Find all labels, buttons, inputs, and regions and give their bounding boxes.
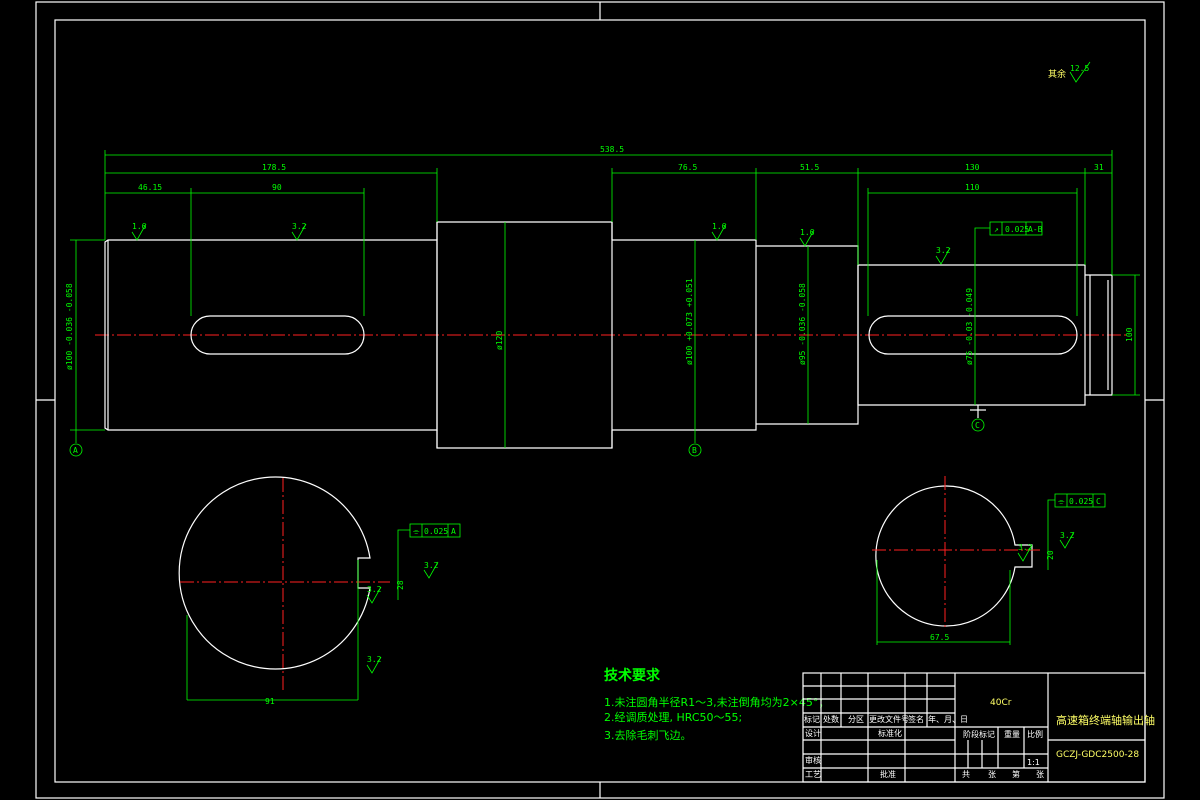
sec2-depth: 67.5 (930, 633, 949, 642)
svg-text:3.2: 3.2 (292, 222, 307, 231)
dim-keyway2-length: 110 (965, 183, 980, 192)
drawing-frame (35, 1, 1165, 799)
svg-text:⌯: ⌯ (1058, 497, 1065, 506)
svg-text:0.025: 0.025 (424, 527, 448, 536)
svg-text:↗: ↗ (994, 225, 999, 234)
keyway-2 (868, 315, 1078, 355)
dim-dia-center: ø120 (495, 331, 504, 350)
svg-text:C: C (1096, 497, 1101, 506)
svg-text:3.2: 3.2 (936, 246, 951, 255)
svg-text:重量: 重量 (1004, 729, 1020, 739)
dim-keyway1-length: 90 (272, 183, 282, 192)
title-block: 40Cr 高速箱终端轴输出轴 GCZJ-GDC2500-28 1:1 标记 处数… (802, 672, 1155, 783)
dim-seg1: 178.5 (262, 163, 286, 172)
svg-text:1.6: 1.6 (712, 222, 727, 231)
datum-markers: A B C (69, 405, 986, 457)
dim-seg-mid: 76.5 (678, 163, 697, 172)
svg-text:A-B: A-B (1028, 225, 1043, 234)
datum-c-label: C (975, 421, 980, 430)
svg-text:3.2: 3.2 (1060, 531, 1075, 540)
tech-req-item-2: 2.经调质处理, HRC50～55; (604, 711, 742, 724)
svg-text:3.2: 3.2 (367, 655, 382, 664)
svg-text:工艺: 工艺 (805, 770, 821, 779)
svg-text:3.2: 3.2 (424, 561, 439, 570)
dim-dia1: ø100 -0.036 -0.058 (65, 283, 74, 370)
dimension-lines: 538.5 178.5 46.15 90 76.5 51.5 130 31 11… (65, 145, 1140, 448)
svg-text:12.5: 12.5 (1070, 64, 1089, 73)
shaft-main-view (95, 221, 1128, 449)
dim-seg-end2: 31 (1094, 163, 1104, 172)
svg-text:标准化: 标准化 (878, 728, 902, 738)
svg-text:分区: 分区 (848, 715, 864, 724)
tech-req-item-1: 1.未注圆角半径R1～3,未注倒角均为2×45°； (604, 695, 829, 709)
section-view-2: 67.5 20 ⌯ 0.025 C 3.2 3.2 (872, 476, 1106, 645)
dim-dia4: ø75 -0.03 -0.049 (965, 288, 974, 365)
drawing-number: GCZJ-GDC2500-28 (1056, 750, 1139, 760)
section-view-1: 91 28 ⌯ 0.025 A 3.2 3.2 3.2 (178, 476, 461, 706)
shaft-end (1085, 274, 1113, 396)
svg-text:设计: 设计 (805, 728, 821, 738)
svg-text:1.6: 1.6 (800, 228, 815, 237)
general-roughness-note: 其余 12.5 (1048, 61, 1091, 83)
dim-dia3: ø95 -0.036 -0.058 (798, 283, 807, 365)
svg-text:处数: 处数 (823, 714, 839, 724)
sec1-depth: 91 (265, 697, 275, 706)
svg-text:A: A (451, 527, 456, 536)
svg-text:共: 共 (962, 770, 970, 779)
keyway-1 (190, 315, 365, 355)
scale-value: 1:1 (1027, 758, 1040, 767)
shaft-segment-2 (612, 239, 757, 431)
svg-text:更改文件号: 更改文件号 (869, 714, 909, 724)
dim-end-height: 100 (1125, 327, 1134, 342)
svg-text:标记: 标记 (804, 714, 820, 724)
svg-text:阶段标记: 阶段标记 (963, 729, 995, 739)
svg-text:0.025: 0.025 (1005, 225, 1029, 234)
svg-text:签名: 签名 (908, 714, 924, 724)
sec2-width: 20 (1046, 550, 1055, 560)
svg-text:第: 第 (1012, 769, 1020, 779)
tech-req-item-3: 3.去除毛刺飞边。 (604, 728, 692, 742)
svg-text:年、月、日: 年、月、日 (928, 714, 968, 724)
dim-overall: 538.5 (600, 145, 624, 154)
svg-text:⌯: ⌯ (413, 527, 420, 536)
datum-a-label: A (73, 446, 78, 455)
roughness-symbols: 1.6 3.2 1.6 1.6 3.2 (131, 222, 951, 265)
svg-text:张: 张 (988, 770, 996, 779)
technical-requirements: 技术要求 1.未注圆角半径R1～3,未注倒角均为2×45°； 2.经调质处理, … (604, 667, 829, 742)
datum-b-label: B (692, 446, 697, 455)
part-name: 高速箱终端轴输出轴 (1056, 713, 1155, 727)
svg-text:3.2: 3.2 (1018, 543, 1033, 552)
runout-tolerance: ↗ 0.025 A-B (974, 221, 1043, 265)
svg-text:1.6: 1.6 (132, 222, 147, 231)
svg-text:其余: 其余 (1048, 68, 1066, 80)
dim-keyway1-offset: 46.15 (138, 183, 162, 192)
material: 40Cr (990, 698, 1012, 708)
sec1-width: 28 (396, 580, 405, 590)
svg-text:批准: 批准 (880, 769, 896, 779)
dim-dia2: ø100 +0.073 +0.051 (685, 278, 694, 365)
dim-seg-end: 130 (965, 163, 980, 172)
shaft-segment-4 (857, 264, 1086, 406)
svg-text:3.2: 3.2 (367, 585, 382, 594)
svg-text:张: 张 (1036, 770, 1044, 779)
svg-text:审核: 审核 (805, 755, 821, 765)
tech-req-title: 技术要求 (604, 667, 661, 684)
svg-text:0.025: 0.025 (1069, 497, 1093, 506)
dim-seg-b: 51.5 (800, 163, 819, 172)
svg-text:比例: 比例 (1027, 729, 1043, 739)
